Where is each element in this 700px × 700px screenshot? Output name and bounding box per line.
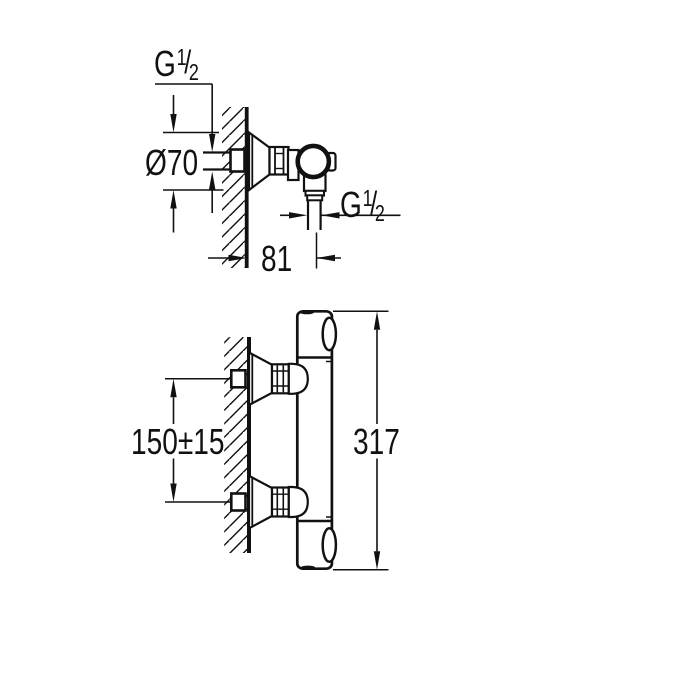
dimension-overall-height <box>333 310 389 571</box>
wall-face-side <box>244 107 249 268</box>
wall-thread-denominator: 2 <box>188 59 199 85</box>
hex-nut-side <box>268 145 290 176</box>
inlet-pipe-stub <box>203 151 231 171</box>
wall-thread-slash: / <box>184 44 192 80</box>
label-overall-height: 317 <box>353 424 400 460</box>
top-control-knob <box>321 316 338 352</box>
label-wall-thread: G1/2 <box>154 43 199 86</box>
shower-hose <box>306 200 322 230</box>
dimension-escutcheon-diameter <box>163 95 224 233</box>
hose-thread-numerator: 1 <box>362 185 373 211</box>
wall-hatching-side <box>222 107 245 268</box>
wall-thread-numerator: 1 <box>176 44 187 70</box>
overall-height-text: 317 <box>353 421 400 462</box>
dimension-hose-thread <box>280 212 401 219</box>
wall-face-front <box>247 337 251 553</box>
hose-coupling-ring-2 <box>306 194 324 202</box>
escutcheon-diameter-text: Ø70 <box>145 142 199 183</box>
hose-thread-slash: / <box>370 185 378 221</box>
side-view <box>155 83 401 269</box>
wall-to-hose-text: 81 <box>261 238 293 279</box>
label-wall-to-hose: 81 <box>261 241 292 277</box>
front-view <box>165 309 389 571</box>
label-inlet-spacing: 150±15 <box>131 424 225 460</box>
dimension-wall-to-hose <box>208 232 341 269</box>
inlet-spacing-text: 150±15 <box>131 421 225 462</box>
hose-thread-denominator: 2 <box>374 200 385 226</box>
inlet-square-fitting <box>229 148 246 173</box>
wall-thread-letter: G <box>154 43 177 84</box>
bottom-control-knob <box>321 526 338 564</box>
bar-top-edge-detail <box>300 310 314 315</box>
valve-body-circle <box>295 143 332 180</box>
dimension-wall-thread <box>155 83 216 213</box>
label-escutcheon-diameter: Ø70 <box>145 145 198 181</box>
bar-bottom-edge-detail <box>301 565 315 570</box>
dimension-inlet-spacing <box>170 378 177 502</box>
label-hose-thread: G1/2 <box>340 184 385 227</box>
top-wall-connection <box>230 350 309 407</box>
hose-thread-letter: G <box>340 184 363 225</box>
bottom-wall-connection <box>230 473 309 531</box>
